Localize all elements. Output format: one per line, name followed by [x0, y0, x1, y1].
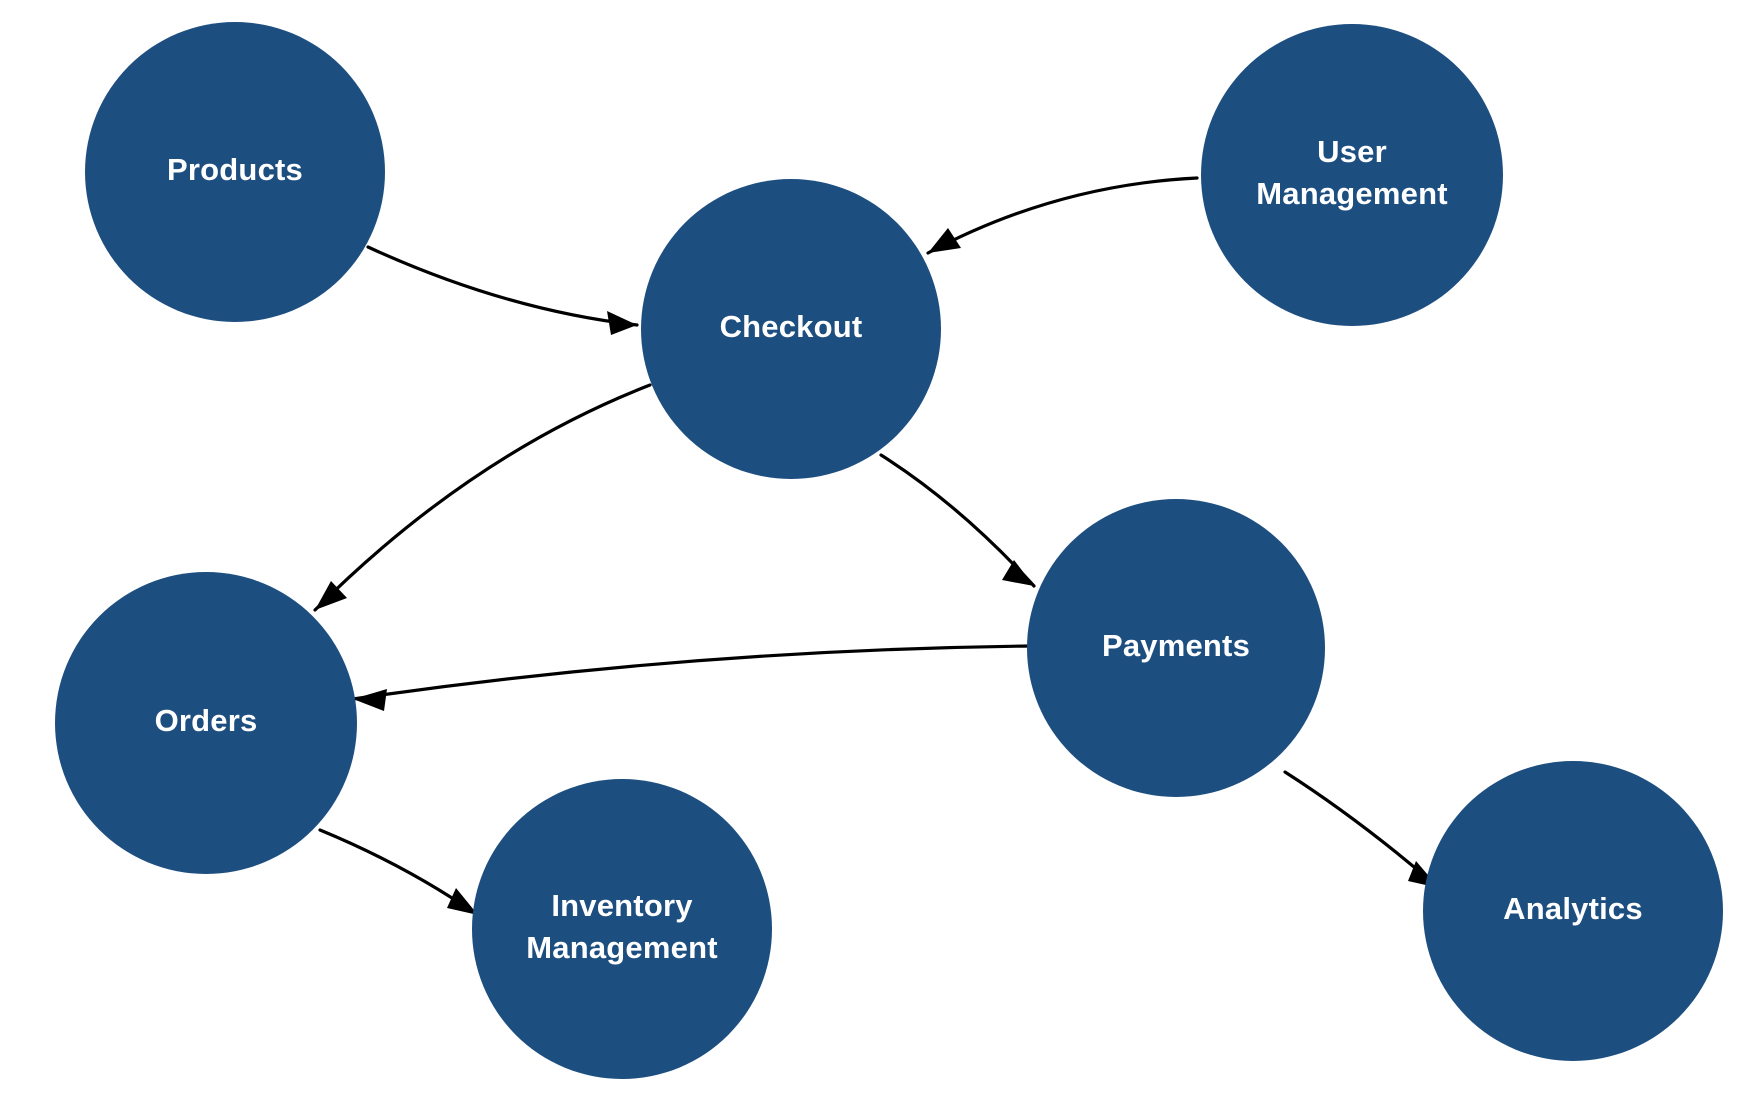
node-payments[interactable]: Payments: [1027, 499, 1325, 797]
node-shape[interactable]: [1201, 24, 1503, 326]
edge-line: [366, 245, 639, 327]
node-shape[interactable]: [85, 22, 385, 322]
node-analytics[interactable]: Analytics: [1423, 761, 1723, 1061]
node-shape[interactable]: [1423, 761, 1723, 1061]
edge-payments-to-orders: [351, 644, 1032, 711]
node-orders[interactable]: Orders: [55, 572, 357, 874]
node-shape[interactable]: [1027, 499, 1325, 797]
node-products[interactable]: Products: [85, 22, 385, 322]
node-shape[interactable]: [55, 572, 357, 874]
node-checkout[interactable]: Checkout: [641, 179, 941, 479]
node-shape[interactable]: [641, 179, 941, 479]
edge-orders-to-inventory: [318, 828, 480, 917]
edge-payments-to-analytics: [1283, 770, 1441, 890]
arrowhead-icon: [315, 581, 347, 610]
arrowhead-icon: [447, 888, 478, 915]
edge-usermgmt-to-checkout: [926, 176, 1199, 255]
arrowhead-icon: [928, 228, 961, 253]
edge-line: [313, 383, 652, 612]
edge-line: [351, 644, 1032, 701]
arrowhead-icon: [607, 311, 637, 335]
arrowhead-icon: [1002, 560, 1034, 586]
arrowhead-icon: [353, 689, 387, 711]
edge-line: [926, 176, 1199, 255]
edge-checkout-to-payments: [879, 453, 1036, 588]
edge-products-to-checkout: [366, 245, 639, 335]
edge-checkout-to-orders: [313, 383, 652, 612]
node-shape[interactable]: [472, 779, 772, 1079]
edges-layer: [313, 176, 1441, 917]
